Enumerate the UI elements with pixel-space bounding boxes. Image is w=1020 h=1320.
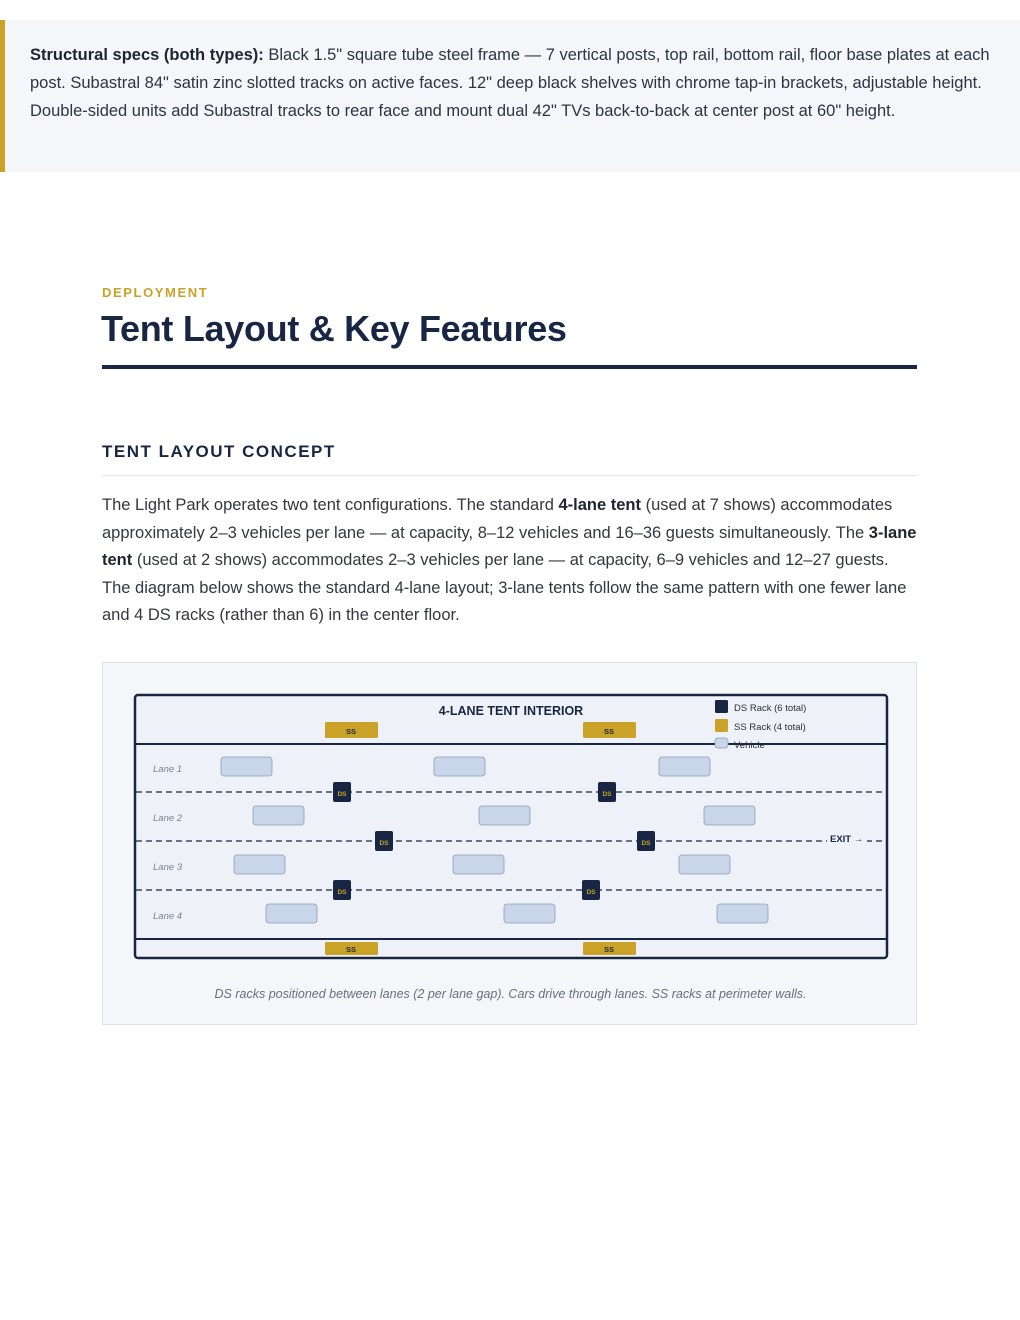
- vehicle: [503, 903, 556, 924]
- svg-text:SS: SS: [604, 945, 614, 954]
- section-title: Tent Layout & Key Features: [101, 308, 567, 349]
- svg-text:DS: DS: [586, 889, 596, 896]
- section-eyebrow: DEPLOYMENT: [102, 285, 209, 300]
- legend-ss-label: SS Rack (4 total): [734, 722, 806, 733]
- paragraph-text-3: (used at 2 shows) accommodates 2–3 vehic…: [102, 551, 907, 624]
- exit-label: EXIT →: [830, 834, 863, 845]
- paragraph-text-1: The Light Park operates two tent configu…: [102, 496, 559, 514]
- diagram-legend: DS Rack (6 total) SS Rack (4 total) Vehi…: [714, 700, 806, 751]
- legend-vehicle-swatch: [714, 737, 729, 749]
- ss-rack: SS: [325, 942, 378, 955]
- diagram-caption: DS racks positioned between lanes (2 per…: [214, 987, 807, 1001]
- ss-rack: SS: [583, 942, 636, 955]
- layout-paragraph: The Light Park operates two tent configu…: [102, 492, 917, 630]
- svg-text:SS: SS: [604, 727, 614, 736]
- vehicle: [703, 805, 756, 826]
- vehicle: [478, 805, 531, 826]
- callout-text: Black 1.5" square tube steel frame — 7 v…: [30, 46, 990, 120]
- legend-ss-swatch: [715, 719, 728, 732]
- ds-rack: DS: [582, 880, 600, 900]
- ds-rack: DS: [637, 831, 655, 851]
- three-lane-term: 3-lane tent: [102, 523, 917, 570]
- lane-label: Lane 3: [153, 862, 183, 873]
- subsection-divider: [102, 475, 917, 476]
- svg-text:DS: DS: [379, 840, 389, 847]
- diagram-title: 4-LANE TENT INTERIOR: [439, 704, 583, 718]
- vehicle: [716, 903, 769, 924]
- paragraph-text-2: (used at 7 shows) accommodates approxima…: [102, 496, 893, 542]
- vehicle: [233, 854, 286, 875]
- ds-rack: DS: [375, 831, 393, 851]
- vehicle: [452, 854, 505, 875]
- svg-text:DS: DS: [337, 889, 347, 896]
- vehicle: [252, 805, 305, 826]
- lane-label: Lane 1: [153, 764, 182, 775]
- vehicle: [678, 854, 731, 875]
- ds-rack: DS: [333, 880, 351, 900]
- legend-ds-swatch: [715, 700, 728, 713]
- ds-rack: DS: [333, 782, 351, 802]
- vehicle: [658, 756, 711, 777]
- tent-layout-figure: 4-LANE TENT INTERIOR DS Rack (6 total) S…: [102, 662, 917, 1025]
- ss-rack: SS: [583, 722, 636, 738]
- tent-diagram: 4-LANE TENT INTERIOR DS Rack (6 total) S…: [133, 693, 889, 960]
- legend-vehicle-label: Vehicle: [734, 740, 765, 751]
- svg-text:DS: DS: [337, 791, 347, 798]
- subsection-title: TENT LAYOUT CONCEPT: [102, 442, 336, 461]
- four-lane-term: 4-lane tent: [558, 496, 641, 514]
- exit-label-bg: [827, 832, 867, 845]
- section-title-rule: [102, 365, 917, 369]
- lane-label: Lane 4: [153, 911, 182, 922]
- lane-label: Lane 2: [153, 813, 183, 824]
- legend-ds-label: DS Rack (6 total): [734, 703, 806, 714]
- svg-text:DS: DS: [602, 791, 612, 798]
- callout-label: Structural specs (both types):: [30, 46, 264, 64]
- ds-rack: DS: [598, 782, 616, 802]
- svg-text:SS: SS: [346, 945, 356, 954]
- svg-text:DS: DS: [641, 840, 651, 847]
- vehicle: [220, 756, 273, 777]
- structural-specs-callout: Structural specs (both types): Black 1.5…: [0, 20, 1020, 172]
- vehicle: [433, 756, 486, 777]
- svg-text:SS: SS: [346, 727, 356, 736]
- ss-rack: SS: [325, 722, 378, 738]
- vehicle: [265, 903, 318, 924]
